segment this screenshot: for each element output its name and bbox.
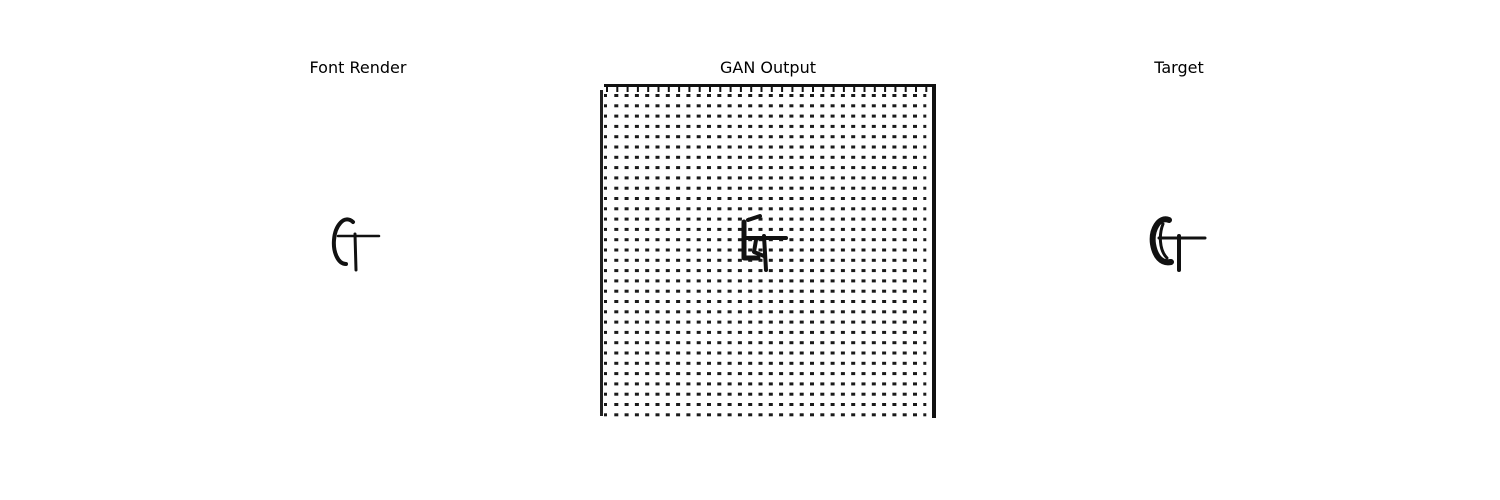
gan-output-image <box>598 84 938 418</box>
gan-output-grid <box>598 84 938 418</box>
target-image <box>1009 84 1349 418</box>
panel-title-gan-output: GAN Output <box>720 58 816 77</box>
panel-title-font-render: Font Render <box>309 58 407 77</box>
panel-gan-output: GAN Output <box>598 0 938 500</box>
font-render-image <box>188 84 528 418</box>
target-glyph <box>1009 84 1349 418</box>
panel-title-target: Target <box>1154 58 1204 77</box>
panel-target: Target <box>1009 0 1349 500</box>
font-render-glyph <box>188 84 528 418</box>
panel-font-render: Font Render <box>188 0 528 500</box>
